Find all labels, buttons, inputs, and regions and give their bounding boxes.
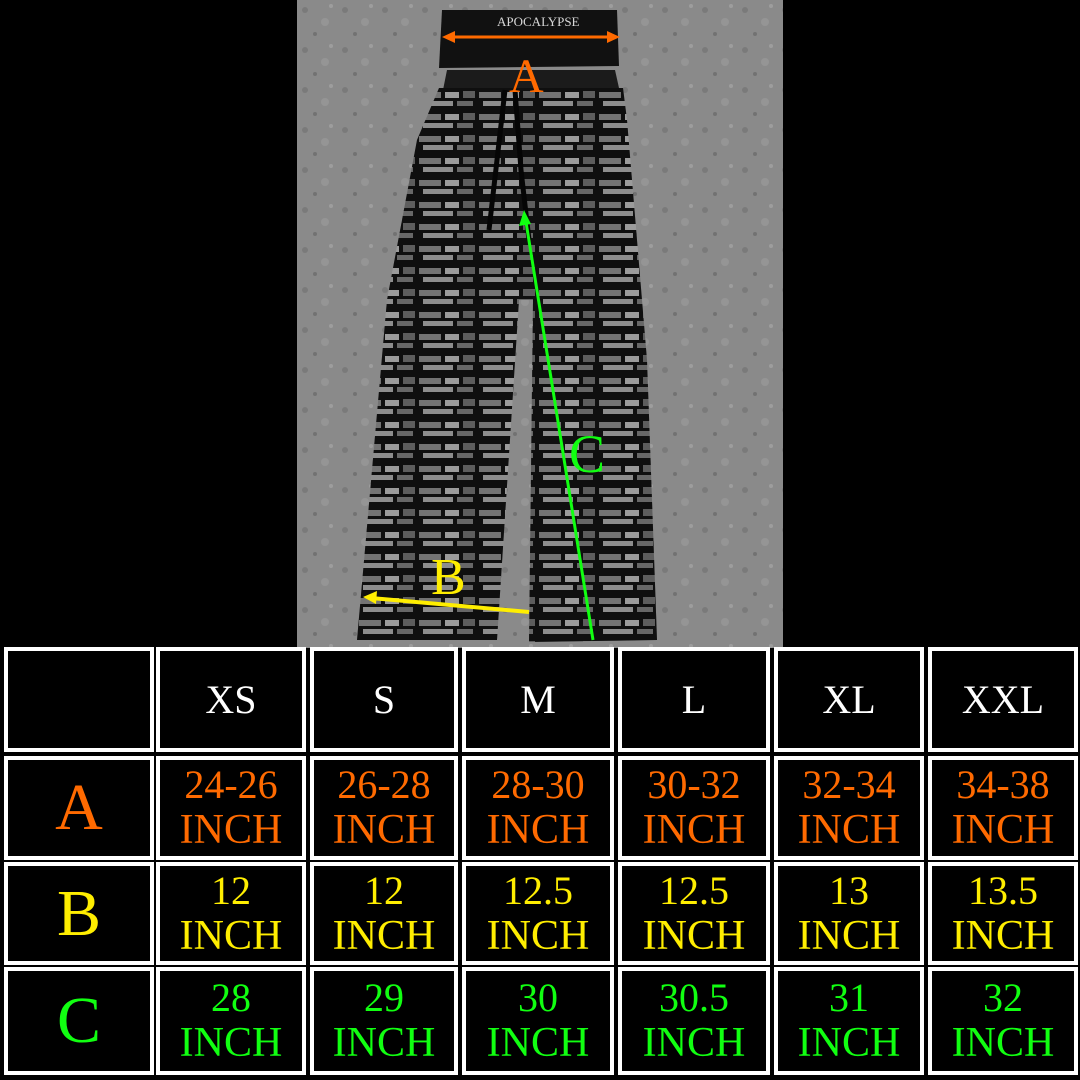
measurement-value: 13.5 (968, 867, 1038, 913)
measurement-value: 29 (364, 975, 404, 1020)
size-header-label: M (520, 676, 556, 722)
measure-arrow-c: C (519, 210, 605, 641)
measurement-unit: INCH (797, 1020, 901, 1066)
measurement-value: 28 (211, 975, 251, 1020)
size-header-label: S (372, 676, 396, 722)
measurement-value: 30.5 (659, 975, 729, 1020)
measurement-unit: INCH (797, 912, 901, 959)
measurement-value: 32 (983, 975, 1023, 1020)
product-photo: APOCALYPSE A B C (297, 0, 783, 648)
row-label-b: B (4, 862, 154, 965)
measurement-unit: INCH (332, 807, 436, 853)
measurement-value: 32-34 (802, 762, 896, 807)
measurement-value: 12.5 (503, 867, 573, 913)
size-header-label: XXL (961, 676, 1045, 722)
measurement-unit: INCH (951, 1020, 1055, 1066)
measurement-value: 30 (518, 975, 558, 1020)
measurement-value: 28-30 (491, 762, 585, 807)
measurement-letter: B (56, 876, 102, 950)
measurement-letter: C (56, 984, 102, 1057)
row-label-a: A (4, 756, 154, 860)
measurement-unit: INCH (332, 1020, 436, 1066)
size-header-label: L (681, 676, 707, 722)
measurement-value: 12 (364, 867, 404, 913)
row-label-c: C (4, 967, 154, 1075)
measurement-value: 24-26 (184, 762, 278, 807)
measurement-value: 12 (211, 867, 251, 913)
marker-c-label: C (569, 424, 605, 484)
measurement-unit: INCH (642, 1020, 746, 1066)
measurement-unit: INCH (179, 912, 283, 959)
measurement-unit: INCH (642, 912, 746, 959)
measurement-unit: INCH (332, 912, 436, 959)
marker-b-label: B (431, 549, 466, 606)
waistband-text: APOCALYPSE (497, 14, 580, 29)
measurement-value: 31 (829, 975, 869, 1020)
measurement-unit: INCH (179, 1020, 283, 1066)
measure-arrow-b: B (363, 549, 530, 614)
pants-illustration: APOCALYPSE A B C (297, 0, 783, 648)
measurement-value: 26-28 (337, 762, 431, 807)
measurement-unit: INCH (951, 912, 1055, 959)
measurement-value: 13 (829, 867, 869, 913)
size-header-xl: XL (774, 647, 924, 752)
size-header-l: L (618, 647, 770, 752)
size-header-label: XS (205, 676, 257, 722)
measurement-value: 30-32 (647, 762, 741, 807)
table-corner-cell (4, 647, 154, 752)
size-header-xs: XS (156, 647, 306, 752)
measurement-unit: INCH (486, 1020, 590, 1066)
size-header-label: XL (822, 676, 876, 722)
measurement-unit: INCH (486, 807, 590, 853)
measurement-unit: INCH (486, 912, 590, 959)
measurement-unit: INCH (642, 807, 746, 853)
measurement-letter: A (55, 771, 103, 844)
measurement-unit: INCH (179, 807, 283, 853)
measurement-value: 12.5 (659, 867, 729, 913)
measure-arrow-a: A (442, 31, 620, 103)
measurement-unit: INCH (951, 807, 1055, 853)
marker-a-label: A (509, 50, 544, 103)
size-header-xxl: XXL (928, 647, 1078, 752)
measurement-value: 34-38 (956, 762, 1050, 807)
measurement-unit: INCH (797, 807, 901, 853)
size-header-m: M (462, 647, 614, 752)
size-header-s: S (310, 647, 458, 752)
